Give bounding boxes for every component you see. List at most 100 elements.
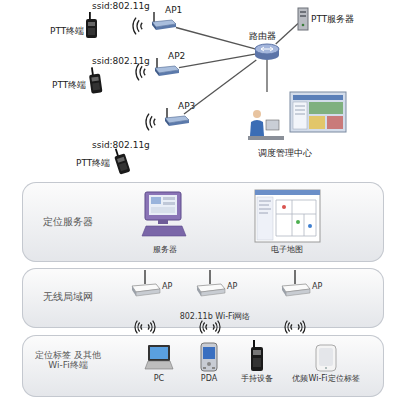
map-node: 电子地图	[255, 190, 320, 242]
node-label: AP2	[168, 51, 185, 61]
map-window	[259, 213, 268, 214]
terminal-label: ssid:802.11g	[92, 1, 150, 11]
server-node: 服务器	[140, 192, 190, 242]
dispatch-illustration	[253, 110, 261, 118]
terminal-label: ssid:802.11g	[92, 56, 150, 66]
node-label: 调度管理中心	[258, 148, 312, 158]
dispatch-illustration	[309, 102, 343, 114]
map-window	[259, 201, 271, 202]
device-node: 优频Wi-Fi定位标签	[315, 345, 337, 371]
ap-icon	[155, 58, 179, 76]
dispatch-illustration	[295, 110, 305, 111]
access-point: AP	[130, 280, 160, 296]
network-link	[176, 28, 255, 49]
node-label: 定位服务器	[43, 216, 93, 228]
computer-icon	[158, 220, 168, 224]
wifi-waves	[200, 321, 220, 334]
computer-icon	[163, 197, 175, 200]
dispatch-illustration	[248, 92, 346, 140]
pda-icon	[201, 343, 217, 371]
layer-band: 定位标签 及其他Wi-Fi终端PCPDA手持设备优频Wi-Fi定位标签	[22, 335, 384, 397]
handset-icon	[253, 358, 261, 367]
wifi-waves	[146, 114, 155, 131]
network-link	[266, 60, 267, 92]
network-link	[184, 60, 256, 114]
tag-icon	[316, 345, 336, 371]
map-window	[276, 200, 316, 236]
server-tower	[298, 8, 308, 30]
ap-icon	[132, 270, 160, 296]
map-window	[308, 224, 312, 228]
node-label: PDA	[201, 374, 217, 383]
router-icon	[255, 49, 279, 60]
node-label: PC	[154, 374, 164, 383]
node-label: 服务器	[153, 245, 177, 254]
access-point: AP2	[153, 64, 179, 76]
handset-icon	[251, 347, 263, 371]
dispatch-illustration	[290, 92, 346, 132]
ap-icon	[152, 12, 176, 30]
wifi-waves	[133, 18, 142, 35]
node-label: 手持设备	[241, 374, 273, 383]
computer-icon	[163, 202, 175, 205]
map-window	[296, 220, 300, 224]
wifi-waves	[135, 321, 155, 334]
server-tower	[300, 11, 306, 13]
ap-icon	[282, 270, 310, 296]
node-label: PTT服务器	[311, 14, 354, 24]
map-window	[257, 197, 273, 240]
server-tower	[298, 8, 308, 30]
terminal-label: PTT终端	[50, 26, 84, 36]
dispatch-center: 调度管理中心	[246, 92, 346, 146]
access-point: AP	[280, 280, 310, 296]
router-icon	[261, 47, 273, 51]
handset-icon	[253, 350, 261, 355]
device-node: PDA	[200, 343, 218, 371]
network-link	[179, 54, 255, 68]
dispatch-illustration	[295, 106, 305, 107]
map-window	[259, 209, 271, 210]
map-window	[259, 205, 269, 206]
device-node: 手持设备	[250, 340, 264, 371]
access-point: AP	[195, 280, 225, 296]
ap-icon	[165, 108, 189, 126]
tag-icon	[325, 367, 327, 369]
handset-icon	[253, 340, 255, 348]
access-point: AP1	[150, 18, 176, 30]
device-node: PC	[145, 345, 173, 371]
access-point: AP3	[163, 114, 189, 126]
network-link	[276, 24, 298, 44]
terminal-label: ssid:802.11g	[92, 140, 150, 150]
dispatch-illustration	[293, 102, 307, 129]
wifi-waves	[285, 321, 305, 334]
tag-icon	[319, 348, 333, 366]
terminal-label: PTT终端	[52, 80, 86, 90]
ptt-server: PTT服务器	[298, 8, 308, 30]
node-label: AP	[162, 282, 172, 291]
map-window	[255, 190, 320, 242]
server-tower	[300, 15, 306, 17]
laptop-icon	[150, 347, 168, 359]
layer-band: 无线局域网802.11b Wi-Fi网络APAPAP	[22, 268, 384, 328]
router-icon	[255, 44, 279, 60]
computer-icon	[145, 192, 181, 220]
computer-icon	[151, 197, 161, 204]
map-window	[255, 190, 320, 242]
node-label: 无线局域网	[43, 291, 93, 303]
computer-icon	[151, 207, 175, 213]
map-window	[255, 190, 320, 195]
node-label: 优频Wi-Fi定位标签	[292, 374, 359, 383]
walkie-talkie	[112, 147, 130, 175]
node-label: 802.11b Wi-Fi网络	[180, 312, 251, 321]
dispatch-illustration	[327, 116, 343, 129]
node-label: AP3	[178, 101, 195, 111]
laptop-icon	[145, 361, 173, 369]
computer-icon	[142, 192, 186, 236]
dispatch-illustration	[309, 116, 325, 129]
pda-icon	[203, 367, 206, 369]
dispatch-illustration	[250, 120, 264, 136]
pda-icon	[207, 362, 211, 366]
